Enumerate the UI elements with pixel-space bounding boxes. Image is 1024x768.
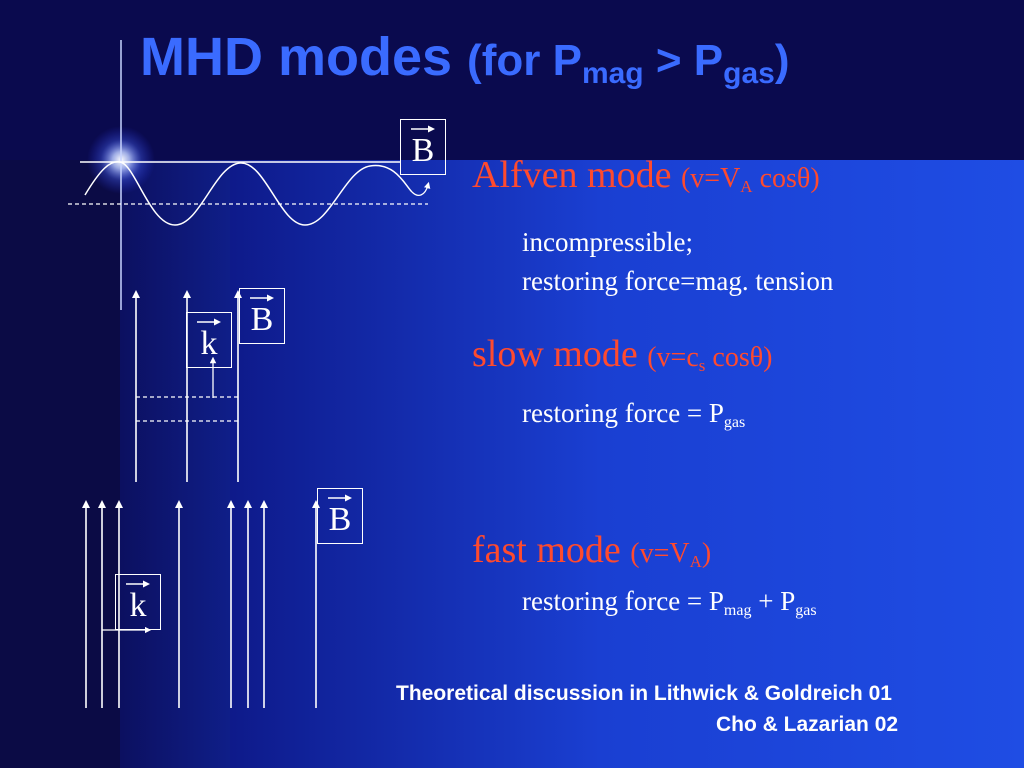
overline-arrow-icon: [197, 318, 221, 326]
alfven-b-vector-box: B: [400, 119, 446, 175]
fast-formula-pre: (v=V: [630, 538, 690, 569]
title-main: MHD modes: [140, 27, 468, 87]
slow-k-vector-box: k: [186, 312, 232, 368]
title-paren: (for Pmag > Pgas): [467, 36, 790, 89]
alfven-formula-sub: A: [740, 177, 753, 196]
title-close: ): [774, 36, 790, 85]
fast-b-label: B: [328, 501, 352, 538]
overline-arrow-icon: [411, 125, 435, 133]
footer-reference-2: Cho & Lazarian 02: [716, 713, 899, 736]
alfven-mode-formula: (v=VA cosθ): [680, 163, 820, 196]
fast-desc-sub-mag: mag: [723, 602, 752, 619]
alfven-formula-post: cosθ): [752, 163, 820, 194]
fast-b-vector-box: B: [317, 488, 363, 544]
slow-mode-name: slow mode: [472, 333, 648, 375]
alfven-mode-name: Alfven mode: [472, 154, 681, 196]
title-sub-gas: gas: [723, 57, 775, 90]
slow-mode-formula: (v=cs cosθ): [647, 342, 773, 375]
alfven-mode-heading: Alfven mode (v=VA cosθ): [472, 156, 820, 195]
fast-desc-line1: restoring force = Pmag + Pgas: [522, 588, 817, 619]
slow-formula-post: cosθ): [705, 342, 773, 373]
slow-desc-line1: restoring force = Pgas: [522, 400, 745, 431]
fast-desc-sub-gas: gas: [795, 602, 817, 619]
fast-formula-sub: A: [689, 552, 702, 571]
fast-mode-name: fast mode: [472, 529, 631, 571]
alfven-formula-pre: (v=V: [680, 163, 741, 194]
slow-b-vector-box: B: [239, 288, 285, 344]
title-mid: > P: [643, 36, 724, 85]
fast-desc-pre: restoring force = P: [522, 586, 724, 616]
fast-desc-mid: + P: [751, 586, 796, 616]
alfven-desc-line2: restoring force=mag. tension: [522, 266, 834, 296]
background-top: [0, 0, 1024, 160]
background-left-band: [0, 160, 120, 768]
fast-formula-post: ): [701, 538, 712, 569]
alfven-b-label: B: [411, 132, 435, 169]
title-sub-mag: mag: [581, 57, 644, 90]
fast-k-vector-box: k: [115, 574, 161, 630]
title-open: (for P: [467, 36, 582, 85]
background-step-band: [120, 160, 230, 768]
fast-mode-formula: (v=VA): [630, 538, 712, 571]
slow-desc-pre: restoring force = P: [522, 398, 724, 428]
slow-formula-pre: (v=c: [647, 342, 699, 373]
slow-b-label: B: [250, 301, 274, 338]
slow-mode-heading: slow mode (v=cs cosθ): [472, 335, 772, 374]
fast-mode-heading: fast mode (v=VA): [472, 531, 711, 570]
alfven-wave: [84, 161, 413, 226]
slide-title: MHD modes (for Pmag > Pgas): [140, 30, 789, 89]
slow-formula-sub: s: [698, 356, 706, 375]
slow-k-label: k: [200, 325, 218, 362]
overline-arrow-icon: [250, 294, 274, 302]
footer-reference-1: Theoretical discussion in Lithwick & Gol…: [396, 682, 892, 705]
overline-arrow-icon: [126, 580, 150, 588]
alfven-curl-arrow: [411, 181, 431, 196]
overline-arrow-icon: [328, 494, 352, 502]
slow-desc-sub: gas: [723, 414, 746, 431]
fast-k-label: k: [129, 587, 147, 624]
alfven-desc-line1: incompressible;: [522, 227, 693, 257]
